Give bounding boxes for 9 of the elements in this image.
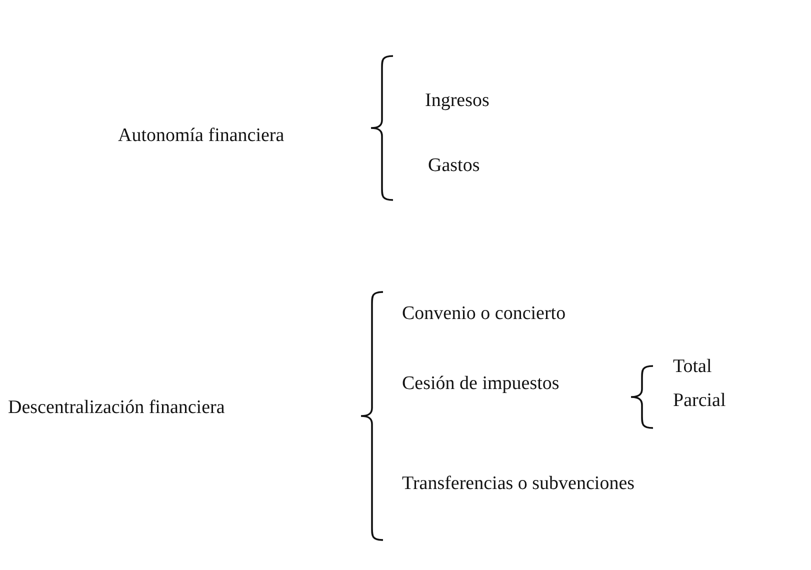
label-text: Gastos (428, 156, 480, 175)
label-text: Convenio o concierto (402, 304, 566, 323)
label-text: Transferencias o subvenciones (402, 474, 635, 493)
label-text: Total (673, 357, 712, 376)
label-text: Descentralización financiera (8, 398, 225, 417)
label-text: Autonomía financiera (118, 126, 284, 145)
label-text: Parcial (673, 391, 726, 410)
label-text: Ingresos (425, 91, 490, 110)
label-text: Cesión de impuestos (402, 374, 560, 393)
